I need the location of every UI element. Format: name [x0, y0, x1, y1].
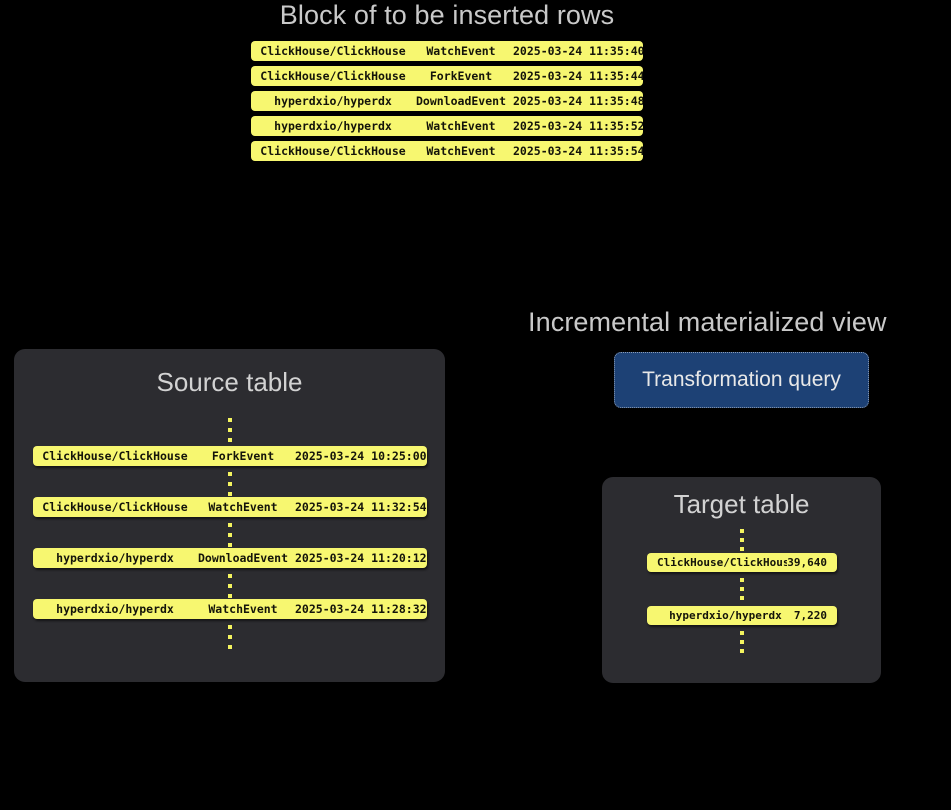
block-row: ClickHouse/ClickHouse WatchEvent 2025-03… [251, 41, 643, 61]
row-event: DownloadEvent [197, 551, 288, 565]
source-dots-3 [227, 574, 232, 598]
row-time: 2025-03-24 11:35:44 [513, 69, 643, 83]
block-row: ClickHouse/ClickHouse ForkEvent 2025-03-… [251, 66, 643, 86]
row-time: 2025-03-24 11:32:54 [295, 500, 427, 514]
source-table-row: hyperdxio/hyperdx WatchEvent 2025-03-24 … [33, 599, 427, 619]
row-repo: ClickHouse/ClickHouse [657, 556, 788, 569]
row-event: WatchEvent [208, 602, 278, 616]
target-dots-bottom [739, 631, 744, 653]
row-repo: hyperdxio/hyperdx [274, 119, 392, 133]
target-dots-middle [739, 578, 744, 600]
materialized-view-title: Incremental materialized view [528, 307, 887, 337]
source-table-row: ClickHouse/ClickHouse ForkEvent 2025-03-… [33, 446, 427, 466]
row-event: WatchEvent [426, 44, 496, 58]
row-event: ForkEvent [429, 69, 493, 83]
row-repo: ClickHouse/ClickHouse [42, 449, 188, 463]
target-dots-top [739, 529, 744, 551]
source-dots-top [227, 418, 232, 442]
source-dots-bottom [227, 625, 232, 649]
row-event: WatchEvent [426, 144, 496, 158]
block-title: Block of to be inserted rows [279, 0, 615, 30]
row-repo: ClickHouse/ClickHouse [260, 144, 406, 158]
row-repo: ClickHouse/ClickHouse [42, 500, 188, 514]
row-repo: hyperdxio/hyperdx [669, 609, 782, 622]
target-table-title: Target table [673, 489, 810, 519]
row-time: 2025-03-24 11:20:12 [295, 551, 427, 565]
source-table-title: Source table [156, 367, 303, 397]
transformation-query-box[interactable]: Transformation query [614, 352, 869, 408]
row-count: 7,220 [793, 609, 827, 622]
row-repo: hyperdxio/hyperdx [56, 602, 174, 616]
row-repo: ClickHouse/ClickHouse [260, 69, 406, 83]
row-event: WatchEvent [208, 500, 278, 514]
source-table-row: ClickHouse/ClickHouse WatchEvent 2025-03… [33, 497, 427, 517]
block-row: hyperdxio/hyperdx WatchEvent 2025-03-24 … [251, 116, 643, 136]
row-count: 39,640 [787, 556, 827, 569]
row-time: 2025-03-24 11:35:48 [513, 94, 643, 108]
source-table-row: hyperdxio/hyperdx DownloadEvent 2025-03-… [33, 548, 427, 568]
target-table-row: hyperdxio/hyperdx 7,220 [647, 606, 837, 625]
row-time: 2025-03-24 11:35:52 [513, 119, 643, 133]
transformation-query-label: Transformation query [642, 368, 841, 391]
block-row: ClickHouse/ClickHouse WatchEvent 2025-03… [251, 141, 643, 161]
row-event: ForkEvent [211, 449, 275, 463]
row-repo: hyperdxio/hyperdx [56, 551, 174, 565]
source-dots-2 [227, 523, 232, 547]
source-dots-1 [227, 472, 232, 496]
target-table-row: ClickHouse/ClickHouse 39,640 [647, 553, 837, 572]
row-time: 2025-03-24 11:28:32 [295, 602, 427, 616]
row-event: DownloadEvent [415, 94, 506, 108]
row-repo: ClickHouse/ClickHouse [260, 44, 406, 58]
row-time: 2025-03-24 11:35:54 [513, 144, 643, 158]
block-row: hyperdxio/hyperdx DownloadEvent 2025-03-… [251, 91, 643, 111]
row-time: 2025-03-24 11:35:40 [513, 44, 643, 58]
row-repo: hyperdxio/hyperdx [274, 94, 392, 108]
row-event: WatchEvent [426, 119, 496, 133]
row-time: 2025-03-24 10:25:00 [295, 449, 427, 463]
